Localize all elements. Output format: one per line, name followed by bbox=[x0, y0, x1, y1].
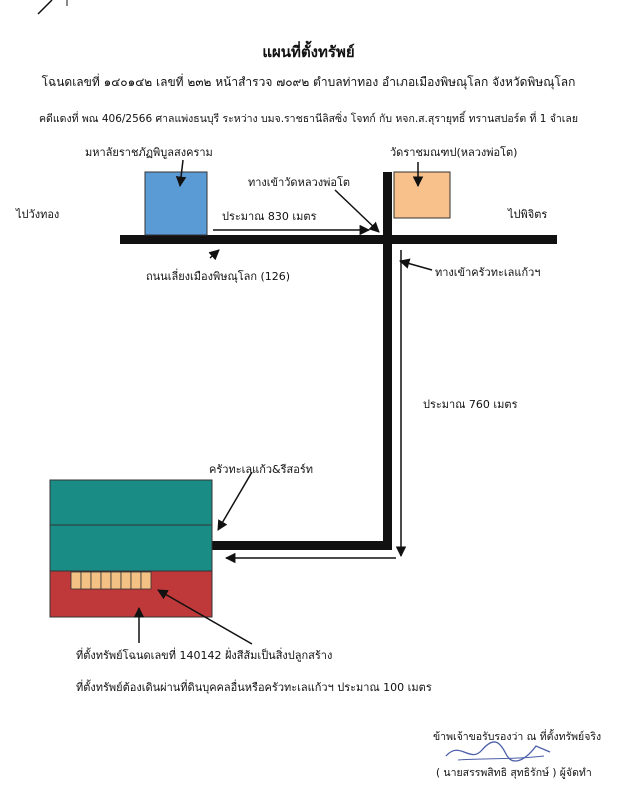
temple-label: วัดราชมณฑป(หลวงพ่อโต) bbox=[390, 146, 518, 159]
property-plot-unit bbox=[120, 571, 132, 590]
temple-road bbox=[383, 172, 392, 238]
property-plot-unit bbox=[80, 571, 92, 590]
restaurant-branch-road bbox=[212, 541, 392, 550]
university-label: มหาลัยราชภัฏพิบูลสงคราม bbox=[85, 146, 213, 159]
restaurant-entrance-arrow bbox=[398, 258, 433, 271]
preparer-name: ( นายสรรพสิทธิ สุทธิรักษ์ ) ผู้จัดทำ bbox=[436, 767, 592, 779]
university-arrow bbox=[175, 159, 187, 188]
road-name-label: ถนนเลี่ยงเมืองพิษณุโลก (126) bbox=[146, 270, 291, 283]
temple-entrance-arrow bbox=[334, 189, 380, 233]
property-plot-units bbox=[70, 571, 152, 590]
page-title: แผนที่ตั้งทรัพย์ bbox=[262, 43, 355, 61]
case-line: คดีแดงที่ พณ 406/2566 ศาลแพ่งธนบุรี ระหว… bbox=[39, 113, 578, 125]
property-plot-unit bbox=[70, 571, 82, 590]
restaurant-label: ครัวทะเลแก้ว&รีสอร์ท bbox=[209, 463, 313, 476]
restaurant-building-south bbox=[49, 524, 213, 572]
restaurant-building-north bbox=[49, 479, 213, 526]
property-plot-unit bbox=[100, 571, 112, 590]
deed-line: โฉนดเลขที่ ๑๔๐๑๔๒ เลขที่ ๒๓๒ หน้าสำรวจ ๗… bbox=[41, 75, 576, 89]
property-plot-unit bbox=[130, 571, 142, 590]
distance-830-label: ประมาณ 830 เมตร bbox=[222, 210, 317, 223]
highway-road bbox=[120, 235, 557, 244]
property-location-note: ที่ตั้งทรัพย์โฉนดเลขที่ 140142 ฝั่งสีส้ม… bbox=[76, 649, 333, 662]
restaurant-arrow bbox=[217, 471, 253, 531]
university-building bbox=[144, 171, 208, 236]
property-plot-unit bbox=[140, 571, 152, 590]
east-direction-label: ไปพิจิตร bbox=[508, 208, 548, 221]
corner-mark bbox=[37, 0, 53, 15]
certification-text: ข้าพเจ้าขอรับรองว่า ณ ที่ตั้งทรัพย์จริง bbox=[433, 731, 602, 743]
temple-building bbox=[393, 171, 451, 219]
west-direction-label: ไปวังทอง bbox=[16, 208, 60, 221]
plot-note-arrow bbox=[157, 589, 253, 645]
signature-scrawl bbox=[445, 741, 551, 762]
distance-760-label: ประมาณ 760 เมตร bbox=[423, 398, 518, 411]
property-plot-unit bbox=[110, 571, 122, 590]
restaurant-road bbox=[383, 243, 392, 550]
temple-entrance-label: ทางเข้าวัดหลวงพ่อโต bbox=[248, 176, 351, 189]
property-access-note: ที่ตั้งทรัพย์ต้องเดินผ่านที่ดินบุคคลอื่น… bbox=[76, 681, 432, 694]
property-plot-unit bbox=[90, 571, 102, 590]
road-name-arrow bbox=[208, 249, 220, 261]
restaurant-entrance-label: ทางเข้าครัวทะเลแก้วฯ bbox=[435, 266, 541, 279]
